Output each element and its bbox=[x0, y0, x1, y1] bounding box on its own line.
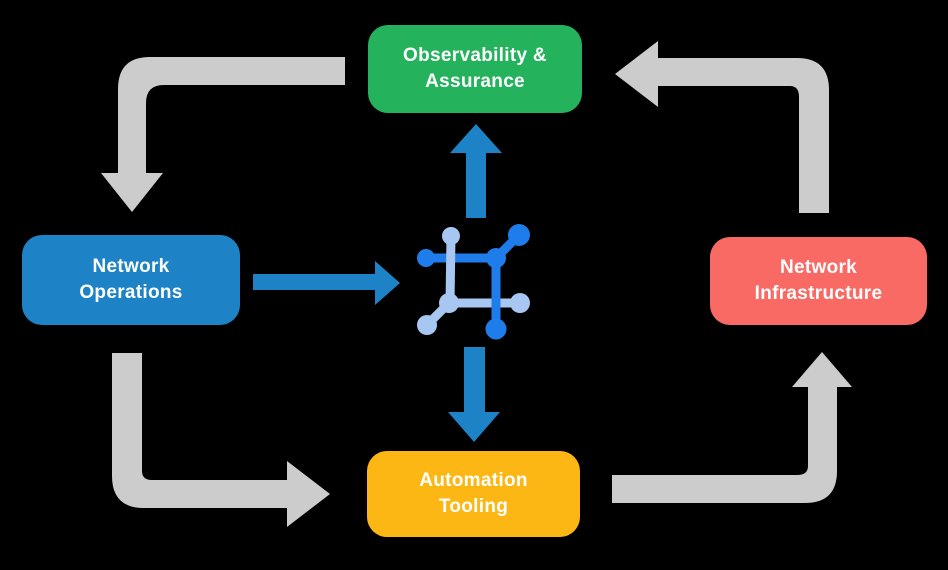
node-operations: Network Operations bbox=[22, 235, 240, 325]
node-infrastructure-label-line2: Infrastructure bbox=[754, 283, 883, 304]
node-infrastructure: Network Infrastructure bbox=[710, 237, 927, 325]
cycle-arrows bbox=[101, 41, 852, 527]
cycle-arrow-operations-to-automation bbox=[112, 353, 330, 527]
network-icon-dark-base bbox=[417, 249, 501, 267]
flow-arrow-operations-to-center bbox=[253, 261, 400, 305]
cycle-arrow-observability-to-operations bbox=[101, 57, 345, 212]
node-automation: Automation Tooling bbox=[367, 451, 580, 537]
node-operations-label-line2: Operations bbox=[79, 282, 183, 303]
node-observability-label-line1: Observability & bbox=[403, 44, 547, 66]
flow-arrow-center-to-automation bbox=[448, 347, 500, 442]
node-operations-label-line1: Network bbox=[92, 255, 170, 277]
node-automation-label-line1: Automation bbox=[419, 469, 528, 491]
network-icon-light-parts bbox=[417, 227, 530, 335]
network-nodes-icon bbox=[417, 224, 530, 340]
cycle-arrow-automation-to-infrastructure bbox=[612, 352, 852, 503]
flow-arrow-center-to-observability bbox=[450, 124, 502, 218]
node-automation-label-line2: Tooling bbox=[438, 496, 509, 517]
node-observability: Observability & Assurance bbox=[368, 25, 582, 113]
network-icon-dark-top bbox=[485, 224, 530, 340]
cycle-arrow-infrastructure-to-observability bbox=[615, 41, 829, 213]
node-observability-label-line2: Assurance bbox=[425, 71, 525, 92]
node-infrastructure-label-line1: Network bbox=[779, 256, 858, 278]
hub-arrows bbox=[253, 124, 502, 442]
